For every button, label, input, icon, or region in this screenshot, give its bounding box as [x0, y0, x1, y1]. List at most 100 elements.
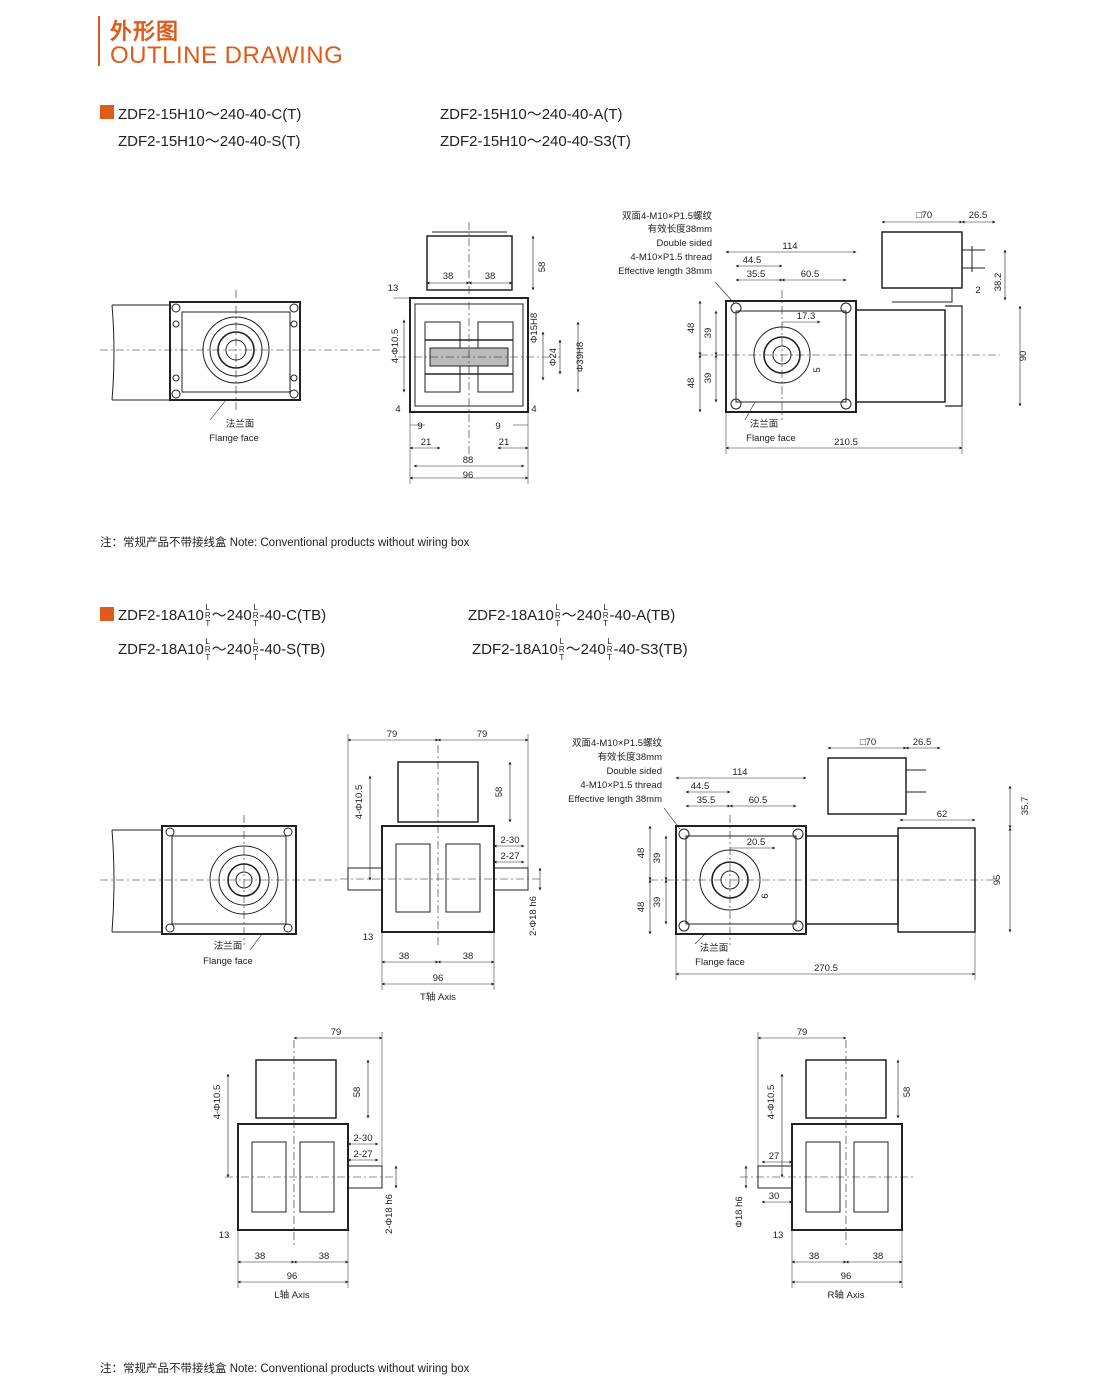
dim-label: 21 [421, 437, 432, 448]
dim-label: 2-30 [500, 835, 519, 846]
dim-label: 58 [537, 262, 548, 273]
dim-label: 39 [652, 853, 663, 864]
dim-label: 26.5 [913, 737, 932, 748]
dim-label: 17.3 [797, 311, 816, 322]
note-1: 注：常规产品不带接线盒 Note: Conventional products … [100, 537, 470, 549]
thread-note: 双面4-M10×P1.5螺纹 [572, 737, 663, 749]
dim-label: 2-27 [353, 1149, 372, 1160]
dim-label: 13 [363, 932, 374, 943]
dim-label: 38 [443, 271, 454, 282]
thread-note: 4-M10×P1.5 thread [630, 252, 712, 263]
dim-label: 96 [433, 973, 444, 984]
dim-label: 6 [760, 893, 771, 898]
dim-label: 38 [319, 1251, 330, 1262]
dim-label: □70 [916, 210, 932, 221]
flange-face-label-en: Flange face [746, 433, 796, 444]
note-2: 注：常规产品不带接线盒 Note: Conventional products … [100, 1363, 470, 1375]
dim-label: 38 [809, 1251, 820, 1262]
model-label: ZDF2-15H10～240-40-C(T) [118, 106, 302, 123]
dim-label: 48 [686, 323, 697, 334]
dim-label: 38 [255, 1251, 266, 1262]
flange-face-label-cn: 法兰面 [226, 418, 255, 430]
dim-label: 48 [686, 378, 697, 389]
dim-label: 96 [287, 1271, 298, 1282]
dim-label: 60.5 [749, 795, 768, 806]
dim-label: Φ15H8 [529, 313, 540, 343]
dim-label: 2-Φ18 h6 [384, 1194, 395, 1234]
dim-label: 38 [399, 951, 410, 962]
dim-label: 62 [937, 809, 948, 820]
dim-label: 79 [477, 729, 488, 740]
page-title-cn: 外形图 [110, 19, 180, 44]
section-marker-2 [100, 607, 114, 621]
r-axis-view [740, 1032, 915, 1288]
dim-label: 21 [499, 437, 510, 448]
dim-label: 60.5 [801, 269, 820, 280]
dim-label: 95 [992, 875, 1003, 886]
model-label: ZDF2-15H10～240-40-A(T) [440, 106, 623, 123]
dim-label: Φ39H8 [575, 342, 586, 372]
dim-label: 79 [331, 1027, 342, 1038]
thread-note: Double sided [657, 238, 712, 249]
dim-label: 4-Φ10.5 [766, 1085, 777, 1120]
dim-label: 48 [636, 848, 647, 859]
dim-label: 79 [387, 729, 398, 740]
dim-label: 35.5 [747, 269, 766, 280]
dim-label: 5 [812, 367, 823, 372]
dim-label: 2 [975, 285, 980, 296]
dim-label: 39 [703, 373, 714, 384]
dim-label: 4-Φ10.5 [390, 329, 401, 364]
dim-label: 27 [769, 1151, 780, 1162]
dim-label: Φ18 h6 [734, 1196, 745, 1227]
flange-face-label-en: Flange face [203, 956, 253, 967]
flange-face-label-en: Flange face [695, 957, 745, 968]
dim-label: 9 [417, 421, 422, 432]
dim-label: 35.7 [1020, 797, 1031, 816]
dim-label: 38 [873, 1251, 884, 1262]
dim-label: 2-Φ18 h6 [528, 896, 539, 936]
dim-label: 58 [902, 1087, 913, 1098]
dim-label: 39 [703, 328, 714, 339]
front-view-1 [100, 290, 380, 421]
dim-label: 48 [636, 902, 647, 913]
section-marker-1 [100, 105, 114, 119]
dim-label: 114 [732, 767, 747, 778]
dim-label: 58 [352, 1087, 363, 1098]
dim-label: 96 [841, 1271, 852, 1282]
dim-label: 96 [463, 470, 474, 481]
dim-label: 44.5 [743, 255, 762, 266]
flange-face-label-cn: 法兰面 [750, 418, 779, 430]
dim-label: 90 [1018, 351, 1029, 362]
dim-label: 13 [773, 1230, 784, 1241]
dim-label: 58 [494, 787, 505, 798]
axis-label-r: R轴 Axis [828, 1289, 865, 1301]
flange-face-label-cn: 法兰面 [214, 940, 243, 952]
dim-label: 88 [463, 455, 474, 466]
title-accent-bar [98, 16, 100, 66]
dim-label: 38.2 [993, 273, 1004, 292]
dim-label: 30 [769, 1191, 780, 1202]
thread-note: 双面4-M10×P1.5螺纹 [622, 210, 713, 222]
dim-label: 38 [485, 271, 496, 282]
t-axis-view [340, 734, 542, 990]
dim-label: 4-Φ10.5 [354, 785, 365, 820]
axis-label-t: T轴 Axis [420, 991, 456, 1003]
l-axis-view [225, 1032, 398, 1288]
dim-label: 4-Φ10.5 [212, 1085, 223, 1120]
dim-label: Φ24 [548, 348, 559, 366]
thread-note: Effective length 38mm [568, 794, 662, 805]
page-title-en: OUTLINE DRAWING [110, 42, 344, 69]
flange-face-label-en: Flange face [209, 433, 259, 444]
right-view-1 [698, 220, 1022, 454]
